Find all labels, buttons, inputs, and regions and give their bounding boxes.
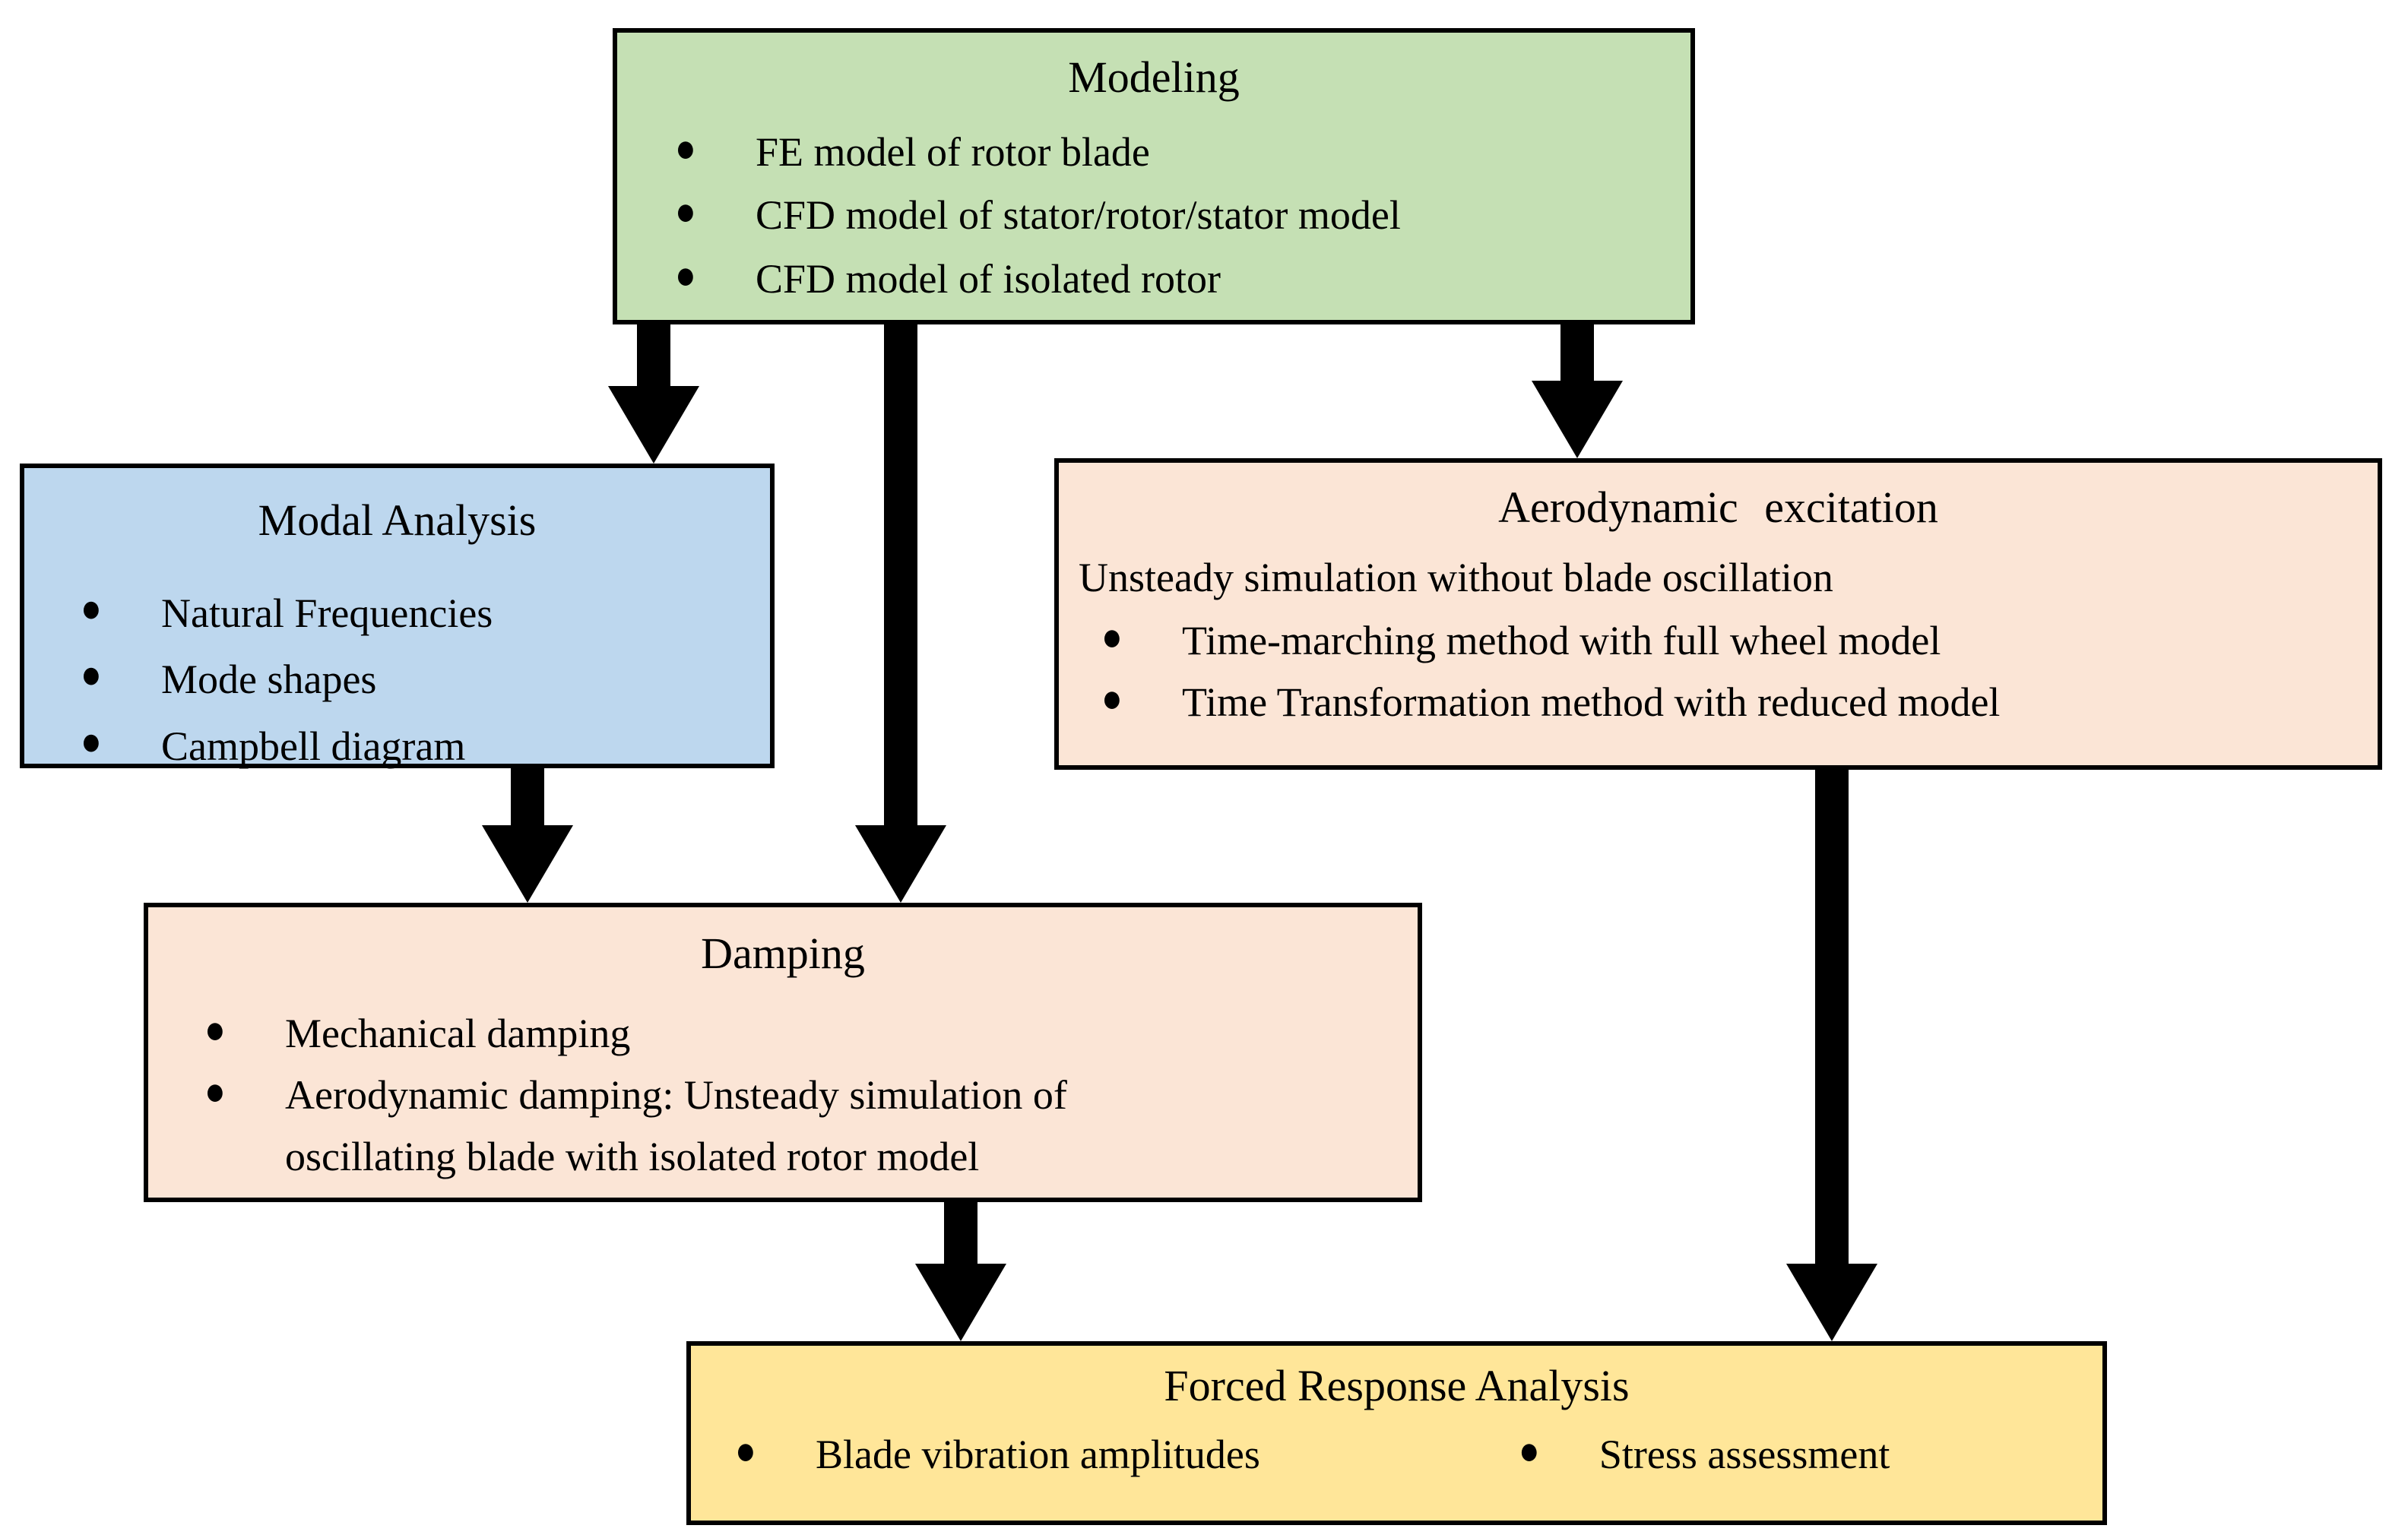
bullet-icon: ● <box>1518 1427 1540 1473</box>
bullet-text: Blade vibration amplitudes <box>816 1431 1260 1477</box>
aerodynamic-excitation-title: Aerodynamic excitation <box>1498 483 1938 532</box>
bullet-icon: ● <box>81 585 102 631</box>
bullet-icon: ● <box>675 188 696 234</box>
list-item: ● Mode shapes <box>81 647 770 713</box>
bullet-text: Time-marching method with full wheel mod… <box>1182 617 1941 663</box>
box-damping: Damping ● Mechanical damping ● Aerodynam… <box>144 903 1422 1202</box>
arrow-shaft <box>944 1202 977 1271</box>
bullet-text: FE model of rotor blade <box>756 128 1150 175</box>
list-item: ● Campbell diagram <box>81 714 770 780</box>
box-modal-analysis: Modal Analysis ● Natural Frequencies ● M… <box>20 464 775 769</box>
box-modeling: Modeling ● FE model of rotor blade ● CFD… <box>613 28 1695 324</box>
aerodynamic-excitation-intro: Unsteady simulation without blade oscill… <box>1079 554 1833 600</box>
arrow-head-icon <box>915 1264 1006 1341</box>
bullet-icon: ● <box>81 718 102 764</box>
forced-response-title: Forced Response Analysis <box>1164 1361 1630 1410</box>
list-item: ● CFD model of isolated rotor <box>675 248 1690 312</box>
damping-bullet-list: ● Mechanical damping ● Aerodynamic dampi… <box>148 1003 1418 1188</box>
arrow-head-icon <box>855 825 946 903</box>
arrow-shaft <box>511 768 544 833</box>
arrow-aerodynamic-excitation-to-forced-response <box>1786 770 1877 1341</box>
arrow-modeling-to-aerodynamic-excitation <box>1532 324 1623 458</box>
arrow-shaft <box>637 324 670 394</box>
aerodynamic-excitation-bullet-list: ● Time-marching method with full wheel m… <box>1059 610 2378 733</box>
bullet-text: Mode shapes <box>161 657 377 703</box>
list-item: ● CFD model of stator/rotor/stator model <box>675 184 1690 248</box>
modeling-title: Modeling <box>1068 52 1240 102</box>
list-item: ● FE model of rotor blade <box>675 121 1690 185</box>
list-item: ● Stress assessment <box>1519 1423 1890 1487</box>
modal-analysis-bullet-list: ● Natural Frequencies ● Mode shapes ● Ca… <box>24 581 770 780</box>
arrow-damping-to-forced-response <box>915 1202 1006 1341</box>
list-item: ● Time Transformation method with reduce… <box>1101 672 2378 733</box>
bullet-text: Stress assessment <box>1598 1431 1890 1477</box>
bullet-icon: ● <box>81 652 102 697</box>
bullet-text: Natural Frequencies <box>161 590 493 636</box>
bullet-icon: ● <box>204 1068 226 1113</box>
arrow-modal-analysis-to-damping <box>482 768 573 903</box>
bullet-icon: ● <box>735 1427 756 1473</box>
modal-analysis-title: Modal Analysis <box>258 495 537 545</box>
bullet-icon: ● <box>204 1006 226 1052</box>
bullet-icon: ● <box>1101 614 1123 659</box>
box-forced-response: Forced Response Analysis ● Blade vibrati… <box>686 1341 2107 1525</box>
bullet-text: Time Transformation method with reduced … <box>1182 679 2001 725</box>
arrow-shaft <box>1815 770 1849 1271</box>
bullet-text: Aerodynamic damping: Unsteady simulation… <box>285 1071 1067 1179</box>
bullet-icon: ● <box>1101 676 1123 720</box>
arrow-head-icon <box>608 386 699 464</box>
arrow-modeling-to-modal-analysis <box>608 324 699 464</box>
list-item: ● Mechanical damping <box>204 1003 1418 1065</box>
list-item: ● Aerodynamic damping: Unsteady simulati… <box>204 1065 1418 1188</box>
modeling-bullet-list: ● FE model of rotor blade ● CFD model of… <box>617 121 1690 312</box>
arrow-shaft <box>884 324 917 833</box>
arrow-shaft <box>1560 324 1594 388</box>
bullet-icon: ● <box>675 125 696 170</box>
bullet-text: Mechanical damping <box>285 1010 631 1056</box>
arrow-head-icon <box>1532 381 1623 458</box>
forced-response-bullet-list: ● Blade vibration amplitudes ● Stress as… <box>691 1423 2102 1487</box>
damping-title: Damping <box>701 929 865 978</box>
bullet-text: CFD model of isolated rotor <box>756 255 1221 302</box>
arrow-head-icon <box>1786 1264 1877 1341</box>
bullet-icon: ● <box>675 252 696 297</box>
box-aerodynamic-excitation: Aerodynamic excitation Unsteady simulati… <box>1054 458 2382 770</box>
bullet-text: CFD model of stator/rotor/stator model <box>756 192 1401 239</box>
list-item: ● Natural Frequencies <box>81 581 770 647</box>
list-item: ● Blade vibration amplitudes <box>735 1423 1260 1487</box>
bullet-text: Campbell diagram <box>161 723 466 769</box>
arrow-head-icon <box>482 825 573 903</box>
list-item: ● Time-marching method with full wheel m… <box>1101 610 2378 672</box>
arrow-modeling-to-damping <box>855 324 946 903</box>
